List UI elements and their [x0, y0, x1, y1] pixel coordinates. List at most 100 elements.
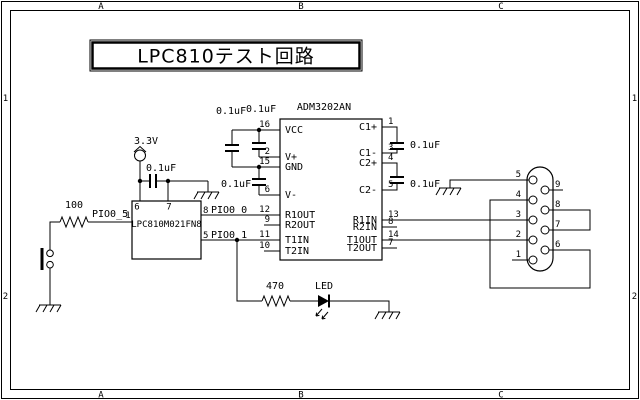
- led-branch: 470 LED: [234, 237, 401, 320]
- mcu-pin-number: 6: [134, 203, 139, 213]
- capacitor-c-mcu-value: 0.1uF: [146, 163, 176, 174]
- capacitor-c-mcu: [149, 174, 157, 188]
- pin-number: 14: [388, 230, 399, 240]
- capacitor-vminus: [252, 178, 266, 186]
- pin-number: 5: [388, 180, 393, 190]
- wire: [329, 300, 390, 312]
- frame-col-label: C: [498, 391, 503, 400]
- ground-symbol: [193, 191, 220, 200]
- pin-number: 16: [259, 120, 270, 130]
- ground-symbol: [35, 304, 62, 313]
- frame-col-label: A: [98, 391, 104, 400]
- transceiver-name: ADM3202AN: [297, 102, 351, 113]
- db9-pin: [540, 205, 550, 215]
- db9-pin: [540, 225, 550, 235]
- capacitor-c1: [390, 142, 404, 150]
- pin-name: V-: [285, 190, 297, 201]
- capacitor-vplus: [252, 142, 266, 150]
- pin-name: C2-: [359, 185, 377, 196]
- frame-col-label: B: [298, 2, 303, 12]
- frame-col-label: A: [98, 2, 104, 12]
- pin-name: T1OUT: [347, 235, 377, 246]
- net-label-pio0-0: PIO0_0: [211, 205, 247, 216]
- capacitor-vminus-value: 0.1uF: [221, 179, 251, 190]
- resistor-r2-value: 470: [266, 281, 284, 292]
- db9-outline: [526, 166, 554, 272]
- junction-dot: [256, 127, 262, 133]
- db9-connector: 5 4 3 2 1 9 8 7 6: [435, 166, 591, 289]
- mcu-pin-number: 5: [203, 231, 208, 241]
- wire: [236, 240, 262, 302]
- pin-number: 10: [259, 241, 270, 251]
- pin-number: 7: [388, 238, 393, 248]
- wire: [382, 126, 398, 249]
- db9-pin-number: 4: [516, 190, 521, 200]
- pin-name: R1OUT: [285, 210, 315, 221]
- db9-pin: [528, 235, 538, 245]
- resistor-r1-value: 100: [65, 200, 83, 211]
- frame-inner-border: [10, 10, 630, 390]
- pin-number: 11: [259, 230, 270, 240]
- db9-pin-number: 6: [555, 240, 560, 250]
- capacitor-c2-value: 0.1uF: [410, 179, 440, 190]
- net-label-pio0-5: PIO0_5: [92, 209, 128, 220]
- mcu-pin-number: 7: [166, 203, 171, 213]
- ground-symbol: [435, 187, 462, 196]
- db9-pin: [540, 245, 550, 255]
- pin-name: T1IN: [285, 235, 309, 246]
- power-3v3-symbol: [133, 145, 147, 162]
- junction-dot: [256, 164, 262, 170]
- pin-number: 12: [259, 205, 270, 215]
- pin-number: 1: [388, 117, 393, 127]
- power-3v3-label: 3.3V: [134, 136, 158, 147]
- pin-name: C2+: [359, 158, 377, 169]
- pin-name: C1+: [359, 122, 377, 133]
- pin-name: GND: [285, 162, 303, 173]
- pin-number: 9: [265, 215, 270, 225]
- db9-pin-number: 5: [516, 170, 521, 180]
- pin-number: 8: [388, 217, 393, 227]
- led-label: LED: [315, 281, 333, 292]
- pin-number: 15: [259, 157, 270, 167]
- db9-pin-number: 3: [516, 210, 521, 220]
- resistor-r2: [261, 294, 291, 308]
- net-label-pio0-1: PIO0_1: [211, 230, 247, 241]
- db9-pin-number: 8: [555, 200, 560, 210]
- pin-number: 6: [265, 185, 270, 195]
- schematic-title: LPC810テスト回路: [137, 46, 315, 68]
- frame-row-label: 2: [632, 292, 637, 302]
- pin-name: R1IN: [353, 215, 377, 226]
- db9-pin-number: 7: [555, 220, 560, 230]
- wire: [449, 179, 529, 188]
- wire: [489, 199, 591, 289]
- pin-name: C1-: [359, 148, 377, 159]
- capacitor-c1-value: 0.1uF: [410, 140, 440, 151]
- db9-pin: [540, 185, 550, 195]
- capacitor-vcc: [225, 144, 239, 152]
- wire: [549, 209, 591, 231]
- ground-symbol: [374, 311, 401, 320]
- capacitor-vplus-value: 0.1uF: [246, 104, 276, 115]
- pin-name: T2OUT: [347, 243, 377, 254]
- frame-row-label: 2: [3, 292, 8, 302]
- pin-number: 4: [388, 153, 393, 163]
- pin-name: V+: [285, 152, 297, 163]
- pin-number: 2: [265, 147, 270, 157]
- capacitor-c2: [390, 176, 404, 184]
- frame-col-label: B: [298, 391, 303, 400]
- power-section: 3.3V 0.1uF: [133, 136, 220, 201]
- pin-name: R2IN: [353, 222, 377, 233]
- pin-name: T2IN: [285, 246, 309, 257]
- pin-number: 3: [388, 143, 393, 153]
- mcu-symbol: LPC810M021FN8 6 7 1 8 PIO0_0 5 PIO0_1: [125, 200, 280, 260]
- title-box-inner: [91, 41, 361, 70]
- pin-name: VCC: [285, 125, 303, 136]
- serial-lines: [382, 219, 529, 241]
- wire: [231, 129, 280, 252]
- db9-pin: [528, 195, 538, 205]
- wire: [49, 221, 132, 250]
- frame-col-label: C: [498, 2, 503, 12]
- db9-pin-number: 9: [555, 180, 560, 190]
